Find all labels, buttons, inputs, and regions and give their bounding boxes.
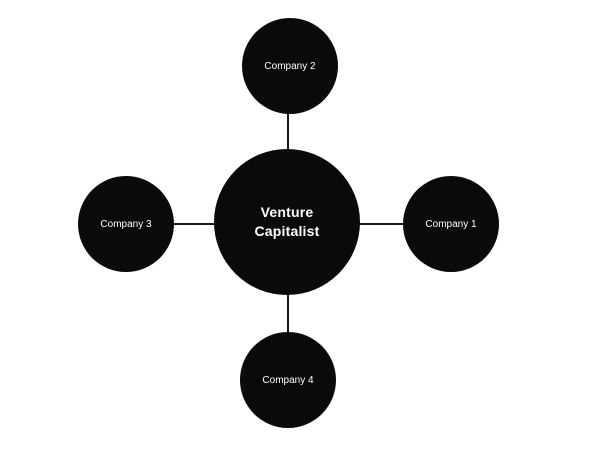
connector-center-company2 [287,112,289,152]
node-company-3-label: Company 3 [100,218,152,230]
node-company-2-label: Company 2 [264,60,316,72]
node-company-1-label: Company 1 [425,218,477,230]
node-company-3: Company 3 [78,176,174,272]
connector-center-company1 [358,223,407,225]
node-company-4-label: Company 4 [262,374,314,386]
node-company-1: Company 1 [403,176,499,272]
node-venture-capitalist: Venture Capitalist [214,149,360,295]
node-company-4: Company 4 [240,332,336,428]
node-company-2: Company 2 [242,18,338,114]
connector-center-company4 [287,293,289,335]
node-venture-capitalist-label: Venture Capitalist [254,204,320,239]
connector-center-company3 [170,223,216,225]
